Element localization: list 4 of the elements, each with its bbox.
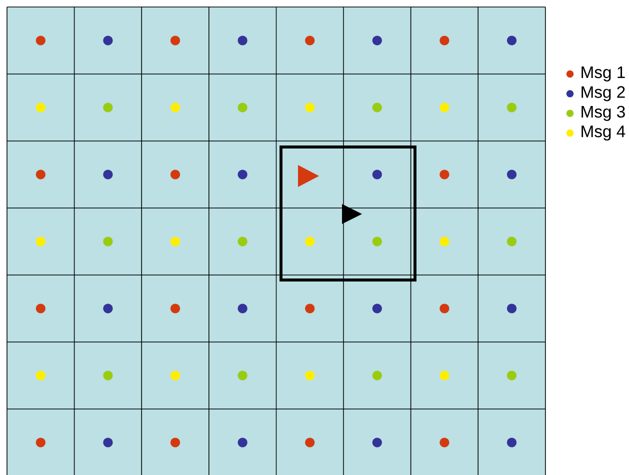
legend-label: Msg 3 [582,106,625,121]
legend-label: Msg 4 [582,126,626,141]
legend-label: Msg 2 [582,86,625,102]
legend-label: Msg 1 [582,66,625,82]
